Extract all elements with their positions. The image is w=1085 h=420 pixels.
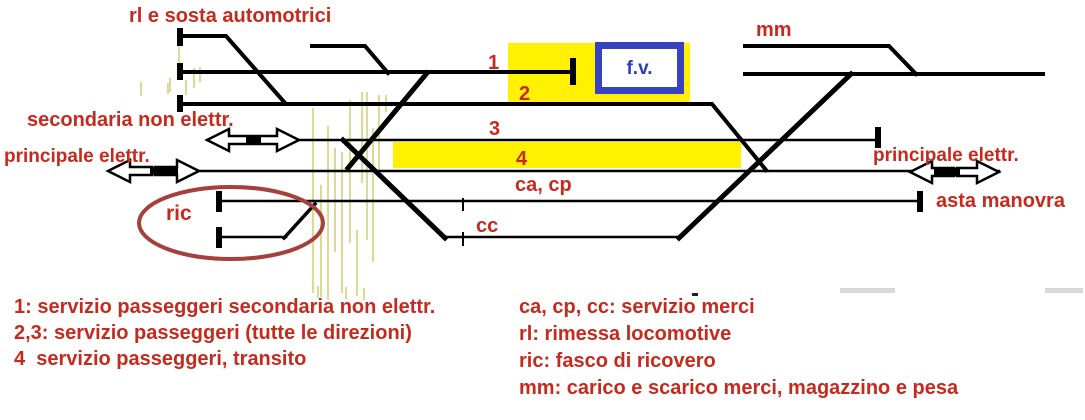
legend-right-2: rl: rimessa locomotive [519, 323, 732, 345]
ric-ellipse [137, 185, 325, 261]
label-track-3: 3 [489, 118, 501, 140]
label-principale-right: principale elettr. [873, 145, 1019, 166]
legend-left-3: 4 servizio passeggeri, transito [14, 348, 307, 370]
label-rl-sosta: rl e sosta automotrici [129, 5, 332, 27]
double-arrow-principale-right-icon [907, 158, 1002, 186]
buffer-stops [177, 28, 923, 248]
label-track-4: 4 [516, 148, 528, 170]
smudges [840, 288, 1083, 293]
crossover-left-2 [339, 136, 449, 242]
crossover-left-1 [344, 69, 431, 172]
track-mm-upper [743, 44, 919, 77]
label-track-1: 1 [488, 52, 500, 74]
label-principale-left: principale elettr. [4, 146, 150, 167]
label-ric: ric [166, 202, 192, 225]
track-rl-stub [181, 34, 288, 106]
double-arrow-secondaria-icon [204, 126, 302, 154]
tracks [108, 34, 1045, 246]
legend-left-2: 2,3: servizio passeggeri (tutte le direz… [14, 322, 412, 344]
legend-right-1: ca, cp, cc: servizio merci [519, 296, 755, 318]
crossover-right [675, 70, 855, 242]
label-ca-cp: ca, cp [515, 174, 572, 196]
label-fv: f.v. [626, 58, 653, 79]
double-arrow-principale-left-icon [105, 157, 202, 185]
fv-box [595, 42, 684, 94]
legend-right-4: mm: carico e scarico merci, magazzino e … [519, 377, 959, 399]
platform-track4 [393, 142, 741, 168]
legend-left-1: 1: servizio passeggeri secondaria non el… [14, 296, 436, 318]
label-mm: mm [756, 19, 792, 41]
label-asta-manovra: asta manovra [936, 190, 1065, 212]
track-siding-upper [310, 44, 391, 76]
stray-dash [692, 293, 698, 296]
track-2 [180, 102, 769, 173]
label-cc: cc [476, 215, 499, 237]
legend-right-3: ric: fasco di ricovero [519, 350, 716, 372]
label-track-2: 2 [519, 83, 531, 105]
label-secondaria: secondaria non elettr. [27, 109, 234, 131]
track-ric-diagonal [281, 201, 318, 241]
